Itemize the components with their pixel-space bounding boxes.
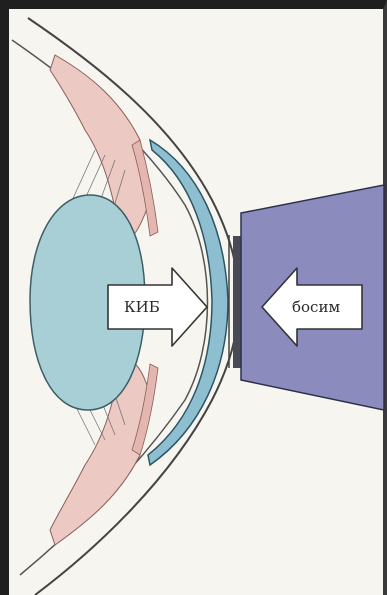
iop-arrow-label: КИБ — [124, 298, 160, 316]
pressure-arrow-label: босим — [292, 298, 340, 316]
tonometer-contact-plate — [233, 236, 241, 368]
